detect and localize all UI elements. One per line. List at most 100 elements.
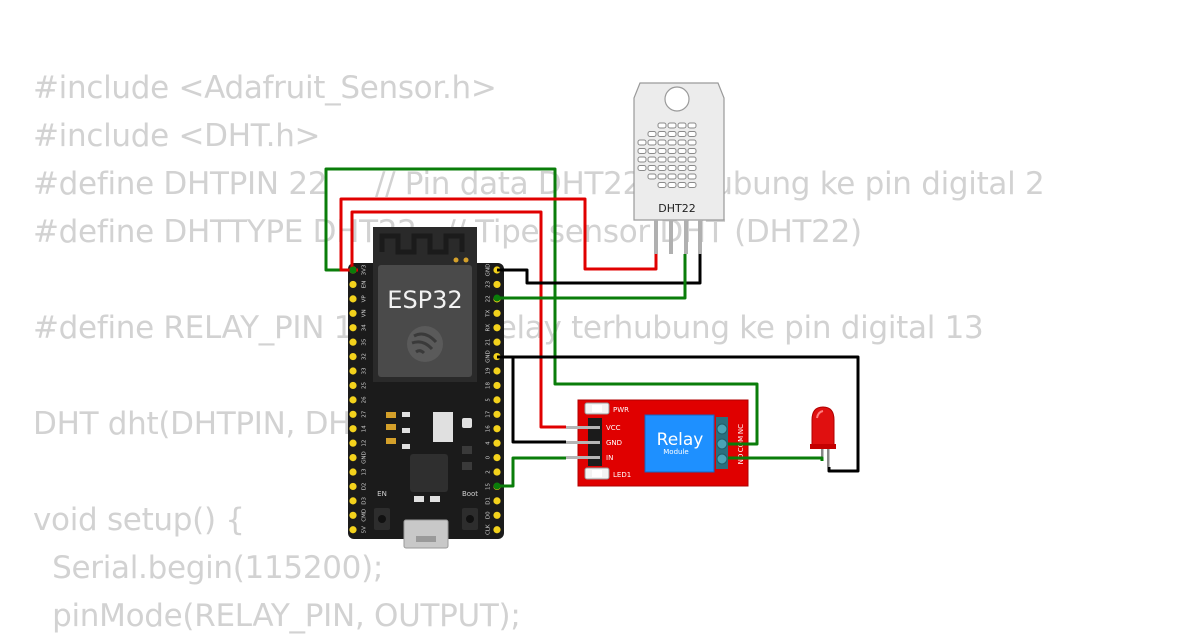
wire-green-gpio22-dht-data [497,254,687,300]
esp32-right-pin[interactable] [493,468,501,476]
wire-black-gnd-led [497,355,860,473]
dht22-sensor[interactable]: DHT22 [633,82,725,254]
dht22-grille-slot [687,139,697,146]
esp32-left-pin[interactable] [349,439,357,447]
esp32-right-pin-label: 22 [486,295,492,302]
screw-terminal [716,417,728,469]
esp32-left-pin[interactable] [349,295,357,303]
esp32-right-pin[interactable] [493,497,501,505]
esp32-left-pin-label: VP [362,295,368,303]
esp32-right-pin[interactable] [493,280,501,289]
esp32-left-pin[interactable] [349,367,357,375]
dht22-grille-slot [677,182,687,188]
en-button[interactable] [374,508,390,530]
relay-pin-in: IN [606,454,613,462]
relay-pin-vcc: VCC [606,424,621,432]
esp32-left-pin[interactable] [349,352,357,361]
dht22-grille-slot [667,139,677,146]
dht22-grille-slot [647,173,657,180]
dht22-grille-slot [657,182,667,188]
pwr-label: PWR [613,406,629,414]
relay-header [566,418,602,466]
esp32-right-pin-label: 21 [486,339,492,346]
esp32-left-pin[interactable] [349,309,357,317]
dht22-grille-slot [667,131,677,137]
esp32-left-pin[interactable] [349,425,357,433]
esp32-right-pin-label: TX [486,310,492,318]
dht22-pins [654,220,702,254]
dht22-grille-slot [677,173,687,180]
antenna-trace [379,233,465,255]
esp32-right-pin[interactable] [493,324,501,332]
esp32-left-pin[interactable] [349,511,357,519]
esp32-right-pin-label: CLK [486,524,492,535]
code-line: void setup() { [33,502,245,538]
red-led[interactable] [810,406,836,467]
esp32-right-pin[interactable] [493,367,501,375]
dht22-grille-slot [677,156,687,163]
micro-usb-port[interactable] [403,519,449,549]
esp32-left-pin[interactable] [349,468,357,476]
esp32-right-pin-label: GND [486,350,492,363]
esp32-left-pin[interactable] [349,338,357,346]
esp32-left-pin-label: D3 [362,497,368,505]
led1-label: LED1 [613,471,631,479]
esp32-right-pin[interactable] [493,439,501,447]
esp32-left-pin-label: 5V [362,526,368,533]
dht22-grille-slot [667,182,677,188]
esp32-left-pin[interactable] [349,396,357,404]
wire-joints [349,266,501,490]
dht22-grille-slot [647,156,657,163]
esp32-left-pin[interactable] [349,381,357,390]
boot-label: Boot [462,490,478,498]
en-label: EN [377,490,387,498]
esp32-left-pin[interactable] [349,497,357,505]
dht22-grille-slot [637,139,647,146]
esp32-left-pin-label: 25 [362,381,368,388]
dht22-grille-slot [687,131,697,137]
esp32-right-pin-label: 16 [486,425,492,432]
esp32-left-pin-label: 13 [362,468,368,475]
dht22-grille-slot [687,182,697,188]
code-line: #include <DHT.h> [33,118,321,154]
dht22-grille-slot [657,131,667,137]
dht22-grille-slot [637,148,647,154]
dht22-grille-slot [647,139,657,146]
dht22-grille-slot [657,148,667,154]
dht22-grille-slot [687,122,697,129]
esp32-left-pin[interactable] [349,526,357,534]
esp32-right-pin[interactable] [493,381,501,390]
esp32-right-pin[interactable] [493,425,501,433]
esp32-right-pin[interactable] [493,338,501,346]
esp32-right-pin-label: 18 [486,381,492,388]
terminal-nc: NC [737,424,745,434]
esp32-right-pin[interactable] [493,526,501,534]
esp32-left-pin-label: GND [362,451,368,464]
esp32-left-pin[interactable] [349,453,357,462]
esp32-right-pin-label: D1 [486,497,492,505]
esp32-left-pin-label: 14 [362,425,368,432]
esp32-left-pin[interactable] [349,324,357,332]
dht22-grille-slot [677,122,687,129]
esp32-left-pin[interactable] [349,410,357,418]
esp32-right-pin[interactable] [493,410,501,418]
esp32-left-pin-label: VN [362,309,368,317]
code-line: #define RELAY_PIN 13 // Pin relay terhub… [33,310,984,346]
voltage-regulator [433,412,453,442]
led1-indicator [584,467,610,480]
relay-module[interactable]: PWR LED1 VCC GND IN Relay Module NC COM … [566,399,749,487]
esp32-right-pin[interactable] [493,309,501,317]
esp32-left-pin-label: 3V3 [362,264,368,275]
dht22-grille-slot [657,139,667,146]
esp32-right-pin[interactable] [493,453,501,462]
wire-green-relay-no-led [728,456,824,461]
esp32-left-pin-label: 12 [362,440,368,447]
esp32-right-pin[interactable] [493,511,501,519]
boot-button[interactable] [462,508,478,530]
esp32-left-pin[interactable] [349,482,357,491]
esp32-right-pin[interactable] [493,396,501,404]
esp32-right-pin-label: 17 [486,410,492,417]
esp32-left-pin[interactable] [349,280,357,289]
relay-pin-gnd: GND [606,439,622,447]
